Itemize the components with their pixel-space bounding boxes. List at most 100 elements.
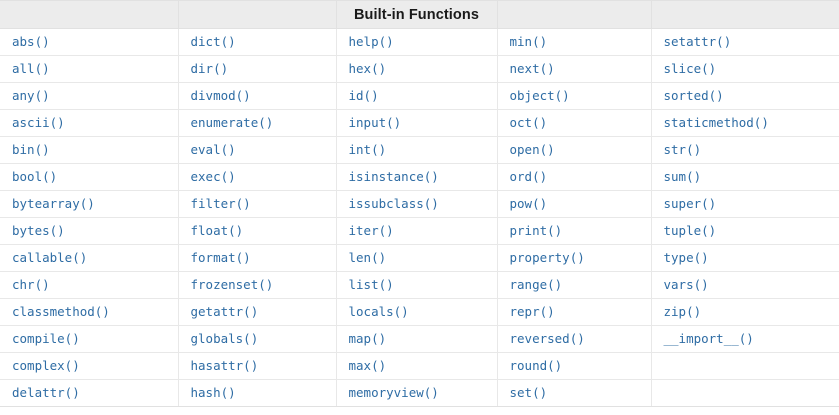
builtin-function-link[interactable]: hex(): [348, 61, 387, 76]
table-cell: staticmethod(): [651, 109, 839, 137]
builtin-function-link[interactable]: sorted(): [663, 88, 724, 103]
builtin-function-link[interactable]: next(): [509, 61, 555, 76]
builtin-function-link[interactable]: memoryview(): [348, 385, 439, 400]
table-cell: float(): [178, 217, 337, 245]
builtin-function-link[interactable]: abs(): [12, 34, 50, 49]
builtin-function-link[interactable]: chr(): [12, 277, 50, 292]
builtin-function-link[interactable]: isinstance(): [348, 169, 439, 184]
builtin-function-link[interactable]: object(): [509, 88, 570, 103]
builtin-function-link[interactable]: hasattr(): [190, 358, 259, 373]
table-cell: reversed(): [497, 325, 652, 353]
builtin-function-link[interactable]: filter(): [190, 196, 251, 211]
builtin-function-link[interactable]: getattr(): [190, 304, 259, 319]
builtin-function-link[interactable]: reversed(): [509, 331, 585, 346]
builtin-function-link[interactable]: format(): [190, 250, 251, 265]
builtin-function-link[interactable]: sum(): [663, 169, 702, 184]
builtin-function-link[interactable]: classmethod(): [12, 304, 110, 319]
table-cell: issubclass(): [336, 190, 498, 218]
builtin-function-link[interactable]: super(): [663, 196, 717, 211]
builtin-function-link[interactable]: round(): [509, 358, 563, 373]
table-cell: locals(): [336, 298, 498, 326]
builtin-function-link[interactable]: delattr(): [12, 385, 80, 400]
builtin-function-link[interactable]: issubclass(): [348, 196, 439, 211]
builtin-function-link[interactable]: help(): [348, 34, 394, 49]
builtin-function-link[interactable]: input(): [348, 115, 402, 130]
builtin-function-link[interactable]: bin(): [12, 142, 50, 157]
builtin-function-link[interactable]: len(): [348, 250, 387, 265]
table-row: chr() frozenset() list() range() vars(): [0, 271, 839, 299]
table-cell: object(): [497, 82, 652, 110]
table-cell: __import__(): [651, 325, 839, 353]
table-cell: super(): [651, 190, 839, 218]
builtin-function-link[interactable]: str(): [663, 142, 702, 157]
builtin-function-link[interactable]: __import__(): [663, 331, 754, 346]
builtin-function-link[interactable]: setattr(): [663, 34, 732, 49]
table-cell: bool(): [0, 163, 179, 191]
table-row: all() dir() hex() next() slice(): [0, 55, 839, 83]
builtin-function-link[interactable]: frozenset(): [190, 277, 274, 292]
table-row: complex() hasattr() max() round(): [0, 352, 839, 380]
table-cell: chr(): [0, 271, 179, 299]
builtin-function-link[interactable]: iter(): [348, 223, 394, 238]
table-cell: map(): [336, 325, 498, 353]
table-header-cell-empty-4: [651, 0, 839, 29]
builtin-function-link[interactable]: vars(): [663, 277, 709, 292]
table-cell: open(): [497, 136, 652, 164]
table-cell: format(): [178, 244, 337, 272]
table-cell: oct(): [497, 109, 652, 137]
table-cell: round(): [497, 352, 652, 380]
table-cell: min(): [497, 28, 652, 56]
builtin-function-link[interactable]: dir(): [190, 61, 229, 76]
builtin-function-link[interactable]: complex(): [12, 358, 80, 373]
builtin-function-link[interactable]: globals(): [190, 331, 259, 346]
builtin-function-link[interactable]: any(): [12, 88, 50, 103]
builtin-function-link[interactable]: zip(): [663, 304, 702, 319]
builtin-function-link[interactable]: ord(): [509, 169, 548, 184]
table-cell: eval(): [178, 136, 337, 164]
builtin-function-link[interactable]: property(): [509, 250, 585, 265]
builtin-function-link[interactable]: pow(): [509, 196, 548, 211]
table-cell: help(): [336, 28, 498, 56]
table-cell: int(): [336, 136, 498, 164]
builtin-function-link[interactable]: eval(): [190, 142, 236, 157]
builtin-function-link[interactable]: exec(): [190, 169, 236, 184]
table-cell: any(): [0, 82, 179, 110]
table-cell: delattr(): [0, 379, 179, 407]
builtin-function-link[interactable]: float(): [190, 223, 244, 238]
builtin-function-link[interactable]: bytes(): [12, 223, 65, 238]
builtin-function-link[interactable]: set(): [509, 385, 548, 400]
builtin-function-link[interactable]: dict(): [190, 34, 236, 49]
builtin-function-link[interactable]: id(): [348, 88, 379, 103]
builtin-function-link[interactable]: oct(): [509, 115, 548, 130]
builtin-function-link[interactable]: tuple(): [663, 223, 717, 238]
builtin-function-link[interactable]: slice(): [663, 61, 717, 76]
builtin-function-link[interactable]: open(): [509, 142, 555, 157]
builtin-function-link[interactable]: max(): [348, 358, 387, 373]
table-cell: property(): [497, 244, 652, 272]
builtin-function-link[interactable]: type(): [663, 250, 709, 265]
builtin-function-link[interactable]: enumerate(): [190, 115, 274, 130]
builtin-function-link[interactable]: callable(): [12, 250, 88, 265]
builtin-function-link[interactable]: range(): [509, 277, 563, 292]
builtin-function-link[interactable]: all(): [12, 61, 50, 76]
builtin-function-link[interactable]: hash(): [190, 385, 236, 400]
builtin-function-link[interactable]: compile(): [12, 331, 80, 346]
builtin-function-link[interactable]: locals(): [348, 304, 409, 319]
table-cell: complex(): [0, 352, 179, 380]
table-cell: print(): [497, 217, 652, 245]
table-cell: zip(): [651, 298, 839, 326]
builtin-function-link[interactable]: ascii(): [12, 115, 65, 130]
builtin-function-link[interactable]: staticmethod(): [663, 115, 769, 130]
builtin-function-link[interactable]: repr(): [509, 304, 555, 319]
table-cell: classmethod(): [0, 298, 179, 326]
builtin-function-link[interactable]: divmod(): [190, 88, 251, 103]
builtin-function-link[interactable]: int(): [348, 142, 387, 157]
builtin-function-link[interactable]: bytearray(): [12, 196, 95, 211]
builtin-function-link[interactable]: map(): [348, 331, 387, 346]
builtin-function-link[interactable]: bool(): [12, 169, 58, 184]
builtin-function-link[interactable]: print(): [509, 223, 563, 238]
table-cell: ord(): [497, 163, 652, 191]
builtin-function-link[interactable]: list(): [348, 277, 394, 292]
builtin-function-link[interactable]: min(): [509, 34, 548, 49]
